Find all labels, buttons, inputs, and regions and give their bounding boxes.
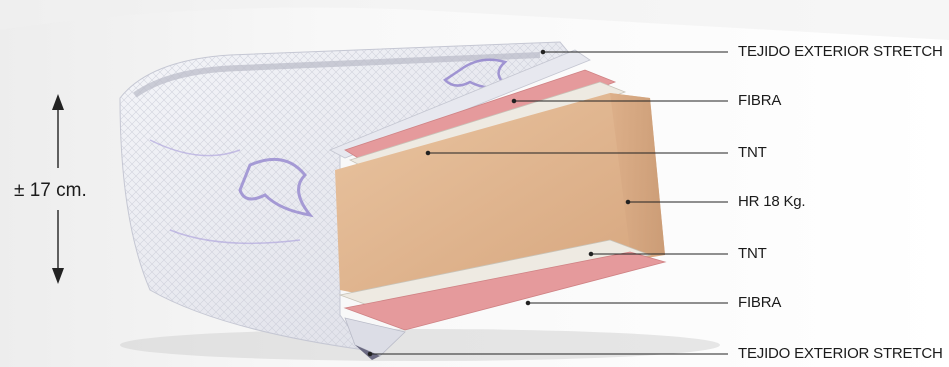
label-tnt-top: TNT xyxy=(738,144,767,162)
height-dimension-label: ± 17 cm. xyxy=(14,180,87,202)
label-tnt-bottom: TNT xyxy=(738,245,767,263)
label-outer-fabric-bottom: TEJIDO EXTERIOR STRETCH xyxy=(738,345,943,363)
label-fibra-bottom: FIBRA xyxy=(738,294,781,312)
label-outer-fabric-top: TEJIDO EXTERIOR STRETCH xyxy=(738,43,943,61)
label-fibra-top: FIBRA xyxy=(738,92,781,110)
mattress-shadow xyxy=(120,329,720,361)
label-core: HR 18 Kg. xyxy=(738,193,805,211)
